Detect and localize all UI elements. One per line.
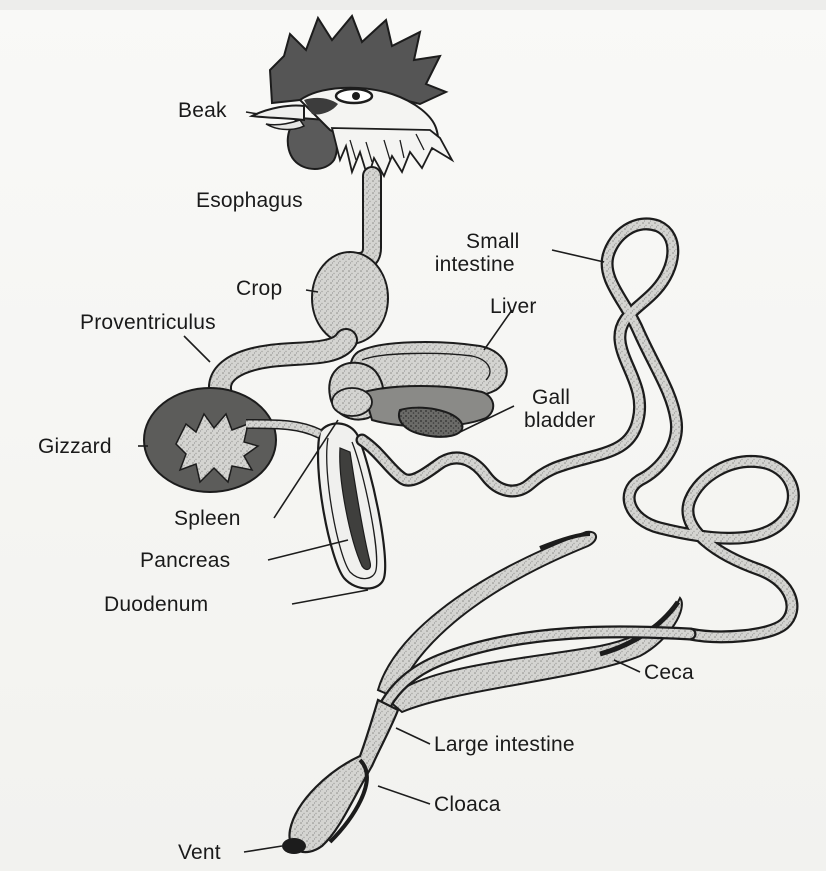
leader-duodenum	[292, 590, 368, 604]
spleen-shape	[332, 388, 372, 416]
leader-proventriculus	[184, 336, 210, 362]
label-small-intestine-line2: intestine	[430, 253, 520, 276]
leader-ceca	[614, 660, 640, 672]
label-cloaca: Cloaca	[434, 794, 501, 816]
leader-small-intestine	[552, 250, 604, 262]
gizzard-shape	[144, 388, 276, 492]
label-proventriculus: Proventriculus	[80, 312, 216, 334]
leader-vent	[244, 846, 282, 852]
label-gall-bladder-line1: Gall	[524, 386, 595, 409]
label-crop: Crop	[236, 278, 282, 300]
label-gall-bladder-line2: bladder	[524, 409, 595, 432]
label-duodenum: Duodenum	[104, 594, 208, 616]
label-gizzard: Gizzard	[38, 436, 112, 458]
leader-cloaca	[378, 786, 430, 804]
label-large-intestine: Large intestine	[434, 734, 575, 756]
label-small-intestine-line1: Small	[430, 230, 520, 253]
leader-large-intestine	[396, 728, 430, 744]
label-spleen: Spleen	[174, 508, 241, 530]
neck-feathers	[332, 128, 452, 178]
label-vent: Vent	[178, 842, 221, 864]
label-pancreas: Pancreas	[140, 550, 230, 572]
label-small-intestine: Small intestine	[430, 230, 520, 276]
label-gall-bladder: Gall bladder	[524, 386, 595, 432]
label-esophagus: Esophagus	[196, 190, 303, 212]
vent-shape	[282, 838, 306, 854]
label-ceca: Ceca	[644, 662, 694, 684]
beak-shape	[252, 105, 304, 120]
leader-beak	[246, 112, 258, 114]
label-beak: Beak	[178, 100, 227, 122]
chicken-head	[252, 16, 452, 178]
label-liver: Liver	[490, 296, 537, 318]
cecum-lower	[388, 598, 682, 712]
